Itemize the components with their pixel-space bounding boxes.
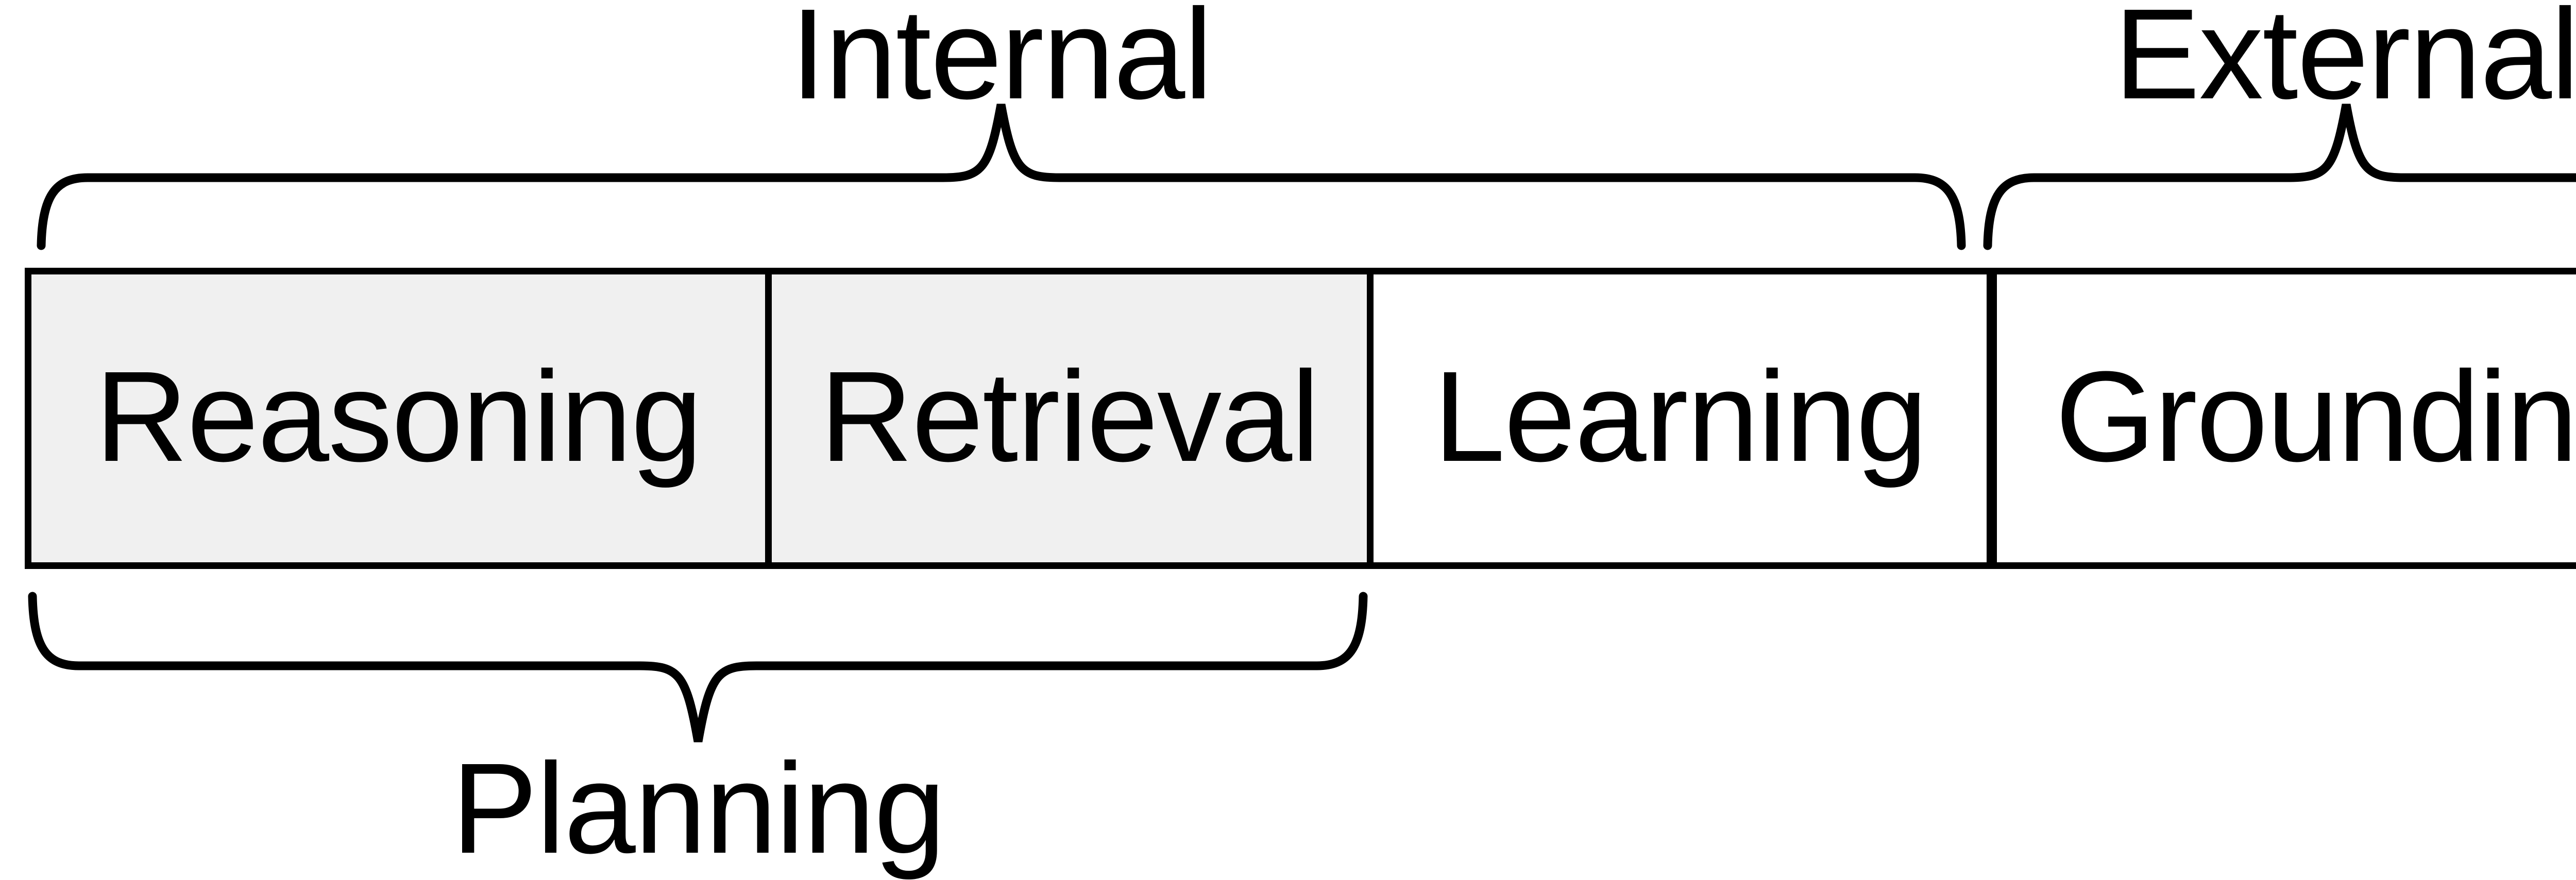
band-cell-reasoning-label: Reasoning [95, 344, 702, 488]
band-cell-retrieval[interactable]: Retrieval [765, 274, 1367, 562]
band-cell-grounding-label: Grounding [2055, 344, 2576, 488]
external-brace-label: External [2114, 0, 2576, 126]
band-cell-retrieval-label: Retrieval [820, 344, 1319, 488]
diagram-root: Internal External Planning Reasoning Ret… [25, 0, 2576, 873]
planning-brace-path [28, 592, 1368, 743]
band-cell-grounding[interactable]: Grounding [1987, 274, 2576, 562]
band-cell-reasoning[interactable]: Reasoning [31, 274, 765, 562]
internal-brace-path [37, 103, 1966, 250]
external-brace-path [1983, 103, 2576, 250]
band-cell-learning[interactable]: Learning [1367, 274, 1987, 562]
planning-brace-label: Planning [451, 736, 945, 880]
internal-brace-label: Internal [790, 0, 1213, 126]
capability-band: Reasoning Retrieval Learning Grounding [25, 268, 2576, 569]
band-cell-learning-label: Learning [1433, 344, 1927, 488]
